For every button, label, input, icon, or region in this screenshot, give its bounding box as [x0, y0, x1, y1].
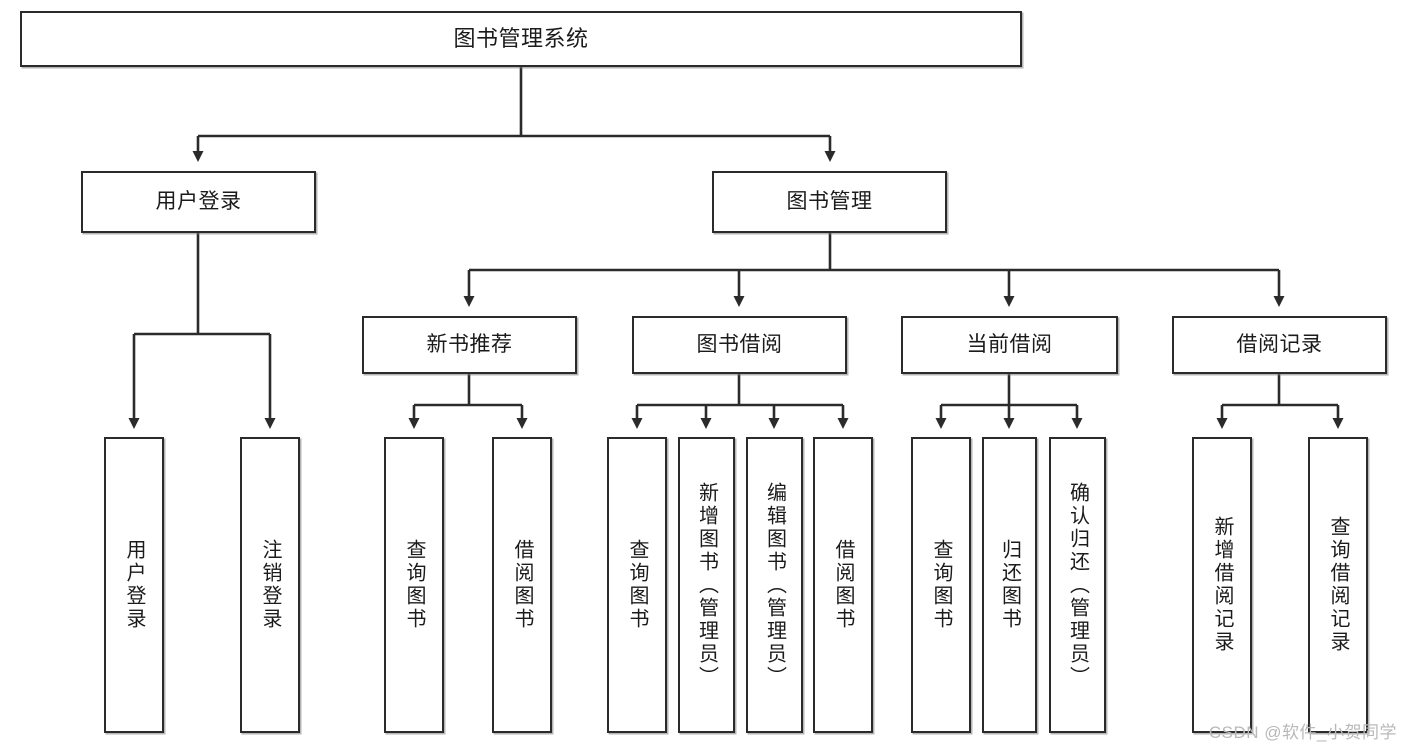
node-leaf-cur-confirm[interactable]: 确认归还（管理员）: [1049, 437, 1106, 733]
node-book-manage-label: 图书管理: [786, 190, 873, 214]
node-leaf-user-logout-label: 注销登录: [259, 539, 281, 631]
node-leaf-rec-query[interactable]: 查询图书: [384, 437, 444, 733]
node-leaf-rec-borrow-label: 借阅图书: [511, 539, 533, 631]
node-leaf-rec-borrow[interactable]: 借阅图书: [492, 437, 552, 733]
node-book-borrow[interactable]: 图书借阅: [632, 316, 847, 374]
node-book-manage[interactable]: 图书管理: [712, 171, 947, 233]
node-root[interactable]: 图书管理系统: [20, 11, 1022, 67]
node-leaf-borrow-borrow-label: 借阅图书: [832, 539, 854, 631]
node-leaf-user-login-label: 用户登录: [123, 539, 145, 631]
node-leaf-user-login[interactable]: 用户登录: [104, 437, 164, 733]
node-user-login-label: 用户登录: [155, 190, 242, 214]
node-leaf-borrow-edit[interactable]: 编辑图书（管理员）: [746, 437, 803, 733]
node-current-borrow[interactable]: 当前借阅: [901, 316, 1118, 374]
node-leaf-borrow-add-label: 新增图书（管理员）: [695, 481, 718, 689]
node-root-label: 图书管理系统: [453, 25, 589, 51]
node-leaf-user-logout[interactable]: 注销登录: [240, 437, 300, 733]
node-leaf-rec-add[interactable]: 新增借阅记录: [1192, 437, 1252, 733]
node-leaf-rec-add-label: 新增借阅记录: [1211, 516, 1233, 654]
node-leaf-borrow-query-label: 查询图书: [626, 539, 648, 631]
node-leaf-rec-query-record[interactable]: 查询借阅记录: [1308, 437, 1368, 733]
node-borrow-record-label: 借阅记录: [1236, 333, 1323, 357]
node-leaf-cur-return[interactable]: 归还图书: [982, 437, 1037, 733]
node-current-borrow-label: 当前借阅: [966, 333, 1053, 357]
node-leaf-borrow-edit-label: 编辑图书（管理员）: [763, 481, 786, 689]
node-new-book-rec-label: 新书推荐: [426, 333, 513, 357]
node-leaf-rec-query-label: 查询图书: [403, 539, 425, 631]
node-book-borrow-label: 图书借阅: [696, 333, 783, 357]
node-leaf-cur-query[interactable]: 查询图书: [911, 437, 971, 733]
node-user-login[interactable]: 用户登录: [81, 171, 316, 233]
node-leaf-cur-query-label: 查询图书: [930, 539, 952, 631]
node-borrow-record[interactable]: 借阅记录: [1172, 316, 1387, 374]
node-leaf-borrow-query[interactable]: 查询图书: [607, 437, 667, 733]
node-new-book-rec[interactable]: 新书推荐: [362, 316, 577, 374]
node-leaf-cur-return-label: 归还图书: [998, 539, 1021, 631]
node-leaf-cur-confirm-label: 确认归还（管理员）: [1066, 481, 1089, 689]
csdn-watermark: CSDN @软件_小贺同学: [1208, 723, 1397, 742]
node-leaf-borrow-add[interactable]: 新增图书（管理员）: [678, 437, 735, 733]
node-leaf-rec-query-record-label: 查询借阅记录: [1327, 516, 1349, 654]
node-leaf-borrow-borrow[interactable]: 借阅图书: [813, 437, 873, 733]
